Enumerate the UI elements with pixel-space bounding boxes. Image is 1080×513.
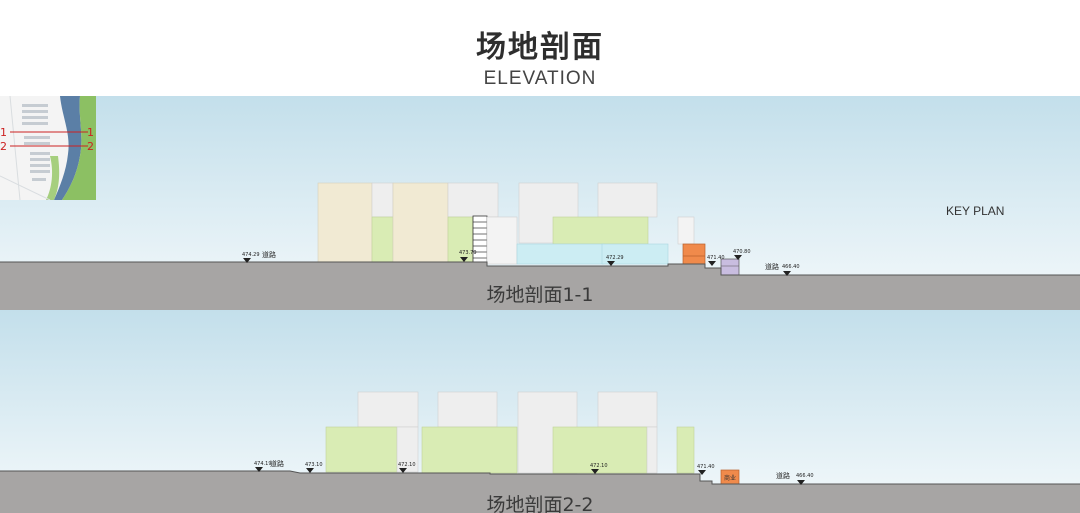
tower-white-4 xyxy=(597,391,658,428)
key-plan-park xyxy=(46,156,60,200)
section-2-caption: 场地剖面2-2 xyxy=(486,494,594,513)
glass-podium-1 xyxy=(516,243,605,265)
road-label-right: 道路 xyxy=(765,262,779,271)
elevation-marker-1 xyxy=(255,467,263,472)
elevation-label-6: 466.40 xyxy=(782,264,800,270)
key-plan-river xyxy=(54,96,82,200)
key-plan-line-2-left: 2 xyxy=(0,140,7,153)
page-subtitle: ELEVATION xyxy=(483,68,597,89)
elevation-label-1: 474.19 xyxy=(254,461,272,467)
elevation-label-4: 471.40 xyxy=(707,255,725,261)
road-label-left: 道路 xyxy=(270,459,284,468)
road-label-left: 道路 xyxy=(262,250,276,259)
shop-label: 商业 xyxy=(724,474,736,482)
elevation-marker-4 xyxy=(708,261,716,266)
section-2-drawing: 商业 474.19 473.10 472.10 472.10 471.40 46… xyxy=(0,310,1080,513)
shop-orange xyxy=(682,243,706,267)
elevation-marker-2 xyxy=(306,468,314,473)
elevation-label-4: 472.10 xyxy=(590,463,608,469)
tower-white-4-lower xyxy=(646,426,658,474)
tower-white-1 xyxy=(357,391,419,428)
podium-green-2 xyxy=(421,426,518,474)
podium-green-3 xyxy=(552,426,648,474)
elevation-marker-2 xyxy=(460,257,468,262)
building-white-3 xyxy=(486,216,518,265)
elevation-marker-3 xyxy=(399,468,407,473)
elevation-label-5: 470.80 xyxy=(733,249,751,255)
elevation-marker-3 xyxy=(607,261,615,266)
elevation-label-2: 473.10 xyxy=(305,462,323,468)
elevation-marker-5 xyxy=(734,255,742,260)
elevation-label-6: 466.40 xyxy=(796,473,814,479)
section-1-panel: 474.29 473.79 472.29 471.40 470.80 466.4… xyxy=(0,96,1080,310)
glass-podium-2 xyxy=(601,243,669,265)
elevation-label-1: 474.29 xyxy=(242,252,260,258)
key-plan-roads xyxy=(0,96,51,200)
tower-white-1-lower xyxy=(396,426,419,473)
purple-kiosk xyxy=(720,258,740,276)
key-plan-map: 1 1 2 2 xyxy=(0,96,96,200)
section-1-caption: 场地剖面1-1 xyxy=(486,284,594,306)
elevation-markers xyxy=(243,255,791,276)
key-plan-line-1-right: 1 xyxy=(87,126,94,139)
podium-green-4 xyxy=(676,426,695,474)
tower-white-2 xyxy=(447,182,499,218)
podium-green-2 xyxy=(447,216,474,263)
elevation-marker-5 xyxy=(698,470,706,475)
key-plan-blocks xyxy=(22,104,50,181)
tower-white-5 xyxy=(597,182,658,218)
key-plan-label: KEY PLAN xyxy=(946,204,1005,218)
elevation-label-2: 473.79 xyxy=(459,250,477,256)
ground-line xyxy=(0,261,1080,276)
building-white-6 xyxy=(677,216,695,245)
tower-white-2 xyxy=(437,391,498,428)
podium-green-1 xyxy=(371,216,394,263)
section-1-drawing: 474.29 473.79 472.29 471.40 470.80 466.4… xyxy=(0,96,1080,310)
elevation-label-5: 471.40 xyxy=(697,464,715,470)
tower-white-top-1 xyxy=(371,182,394,218)
tower-beige-2 xyxy=(392,182,449,263)
ground xyxy=(0,262,1080,310)
ground xyxy=(0,471,1080,513)
elevation-marker-6 xyxy=(797,480,805,485)
key-plan-line-1-left: 1 xyxy=(0,126,7,139)
podium-green-1 xyxy=(325,426,398,473)
key-plan-line-2-right: 2 xyxy=(87,140,94,153)
elevation-label-3: 472.29 xyxy=(606,255,624,261)
key-plan-green xyxy=(62,96,96,200)
page-title: 场地剖面 xyxy=(476,30,604,65)
road-label-right: 道路 xyxy=(776,471,790,480)
elevation-marker-4 xyxy=(591,469,599,474)
elevation-label-3: 472.10 xyxy=(398,462,416,468)
section-2-panel: 商业 474.19 473.10 472.10 472.10 471.40 46… xyxy=(0,310,1080,513)
elevation-markers xyxy=(255,467,805,485)
podium-green-3 xyxy=(552,216,649,245)
elevation-marker-6 xyxy=(783,271,791,276)
stair-lines xyxy=(473,221,487,259)
elevation-marker-1 xyxy=(243,258,251,263)
tower-beige-1 xyxy=(317,182,373,263)
